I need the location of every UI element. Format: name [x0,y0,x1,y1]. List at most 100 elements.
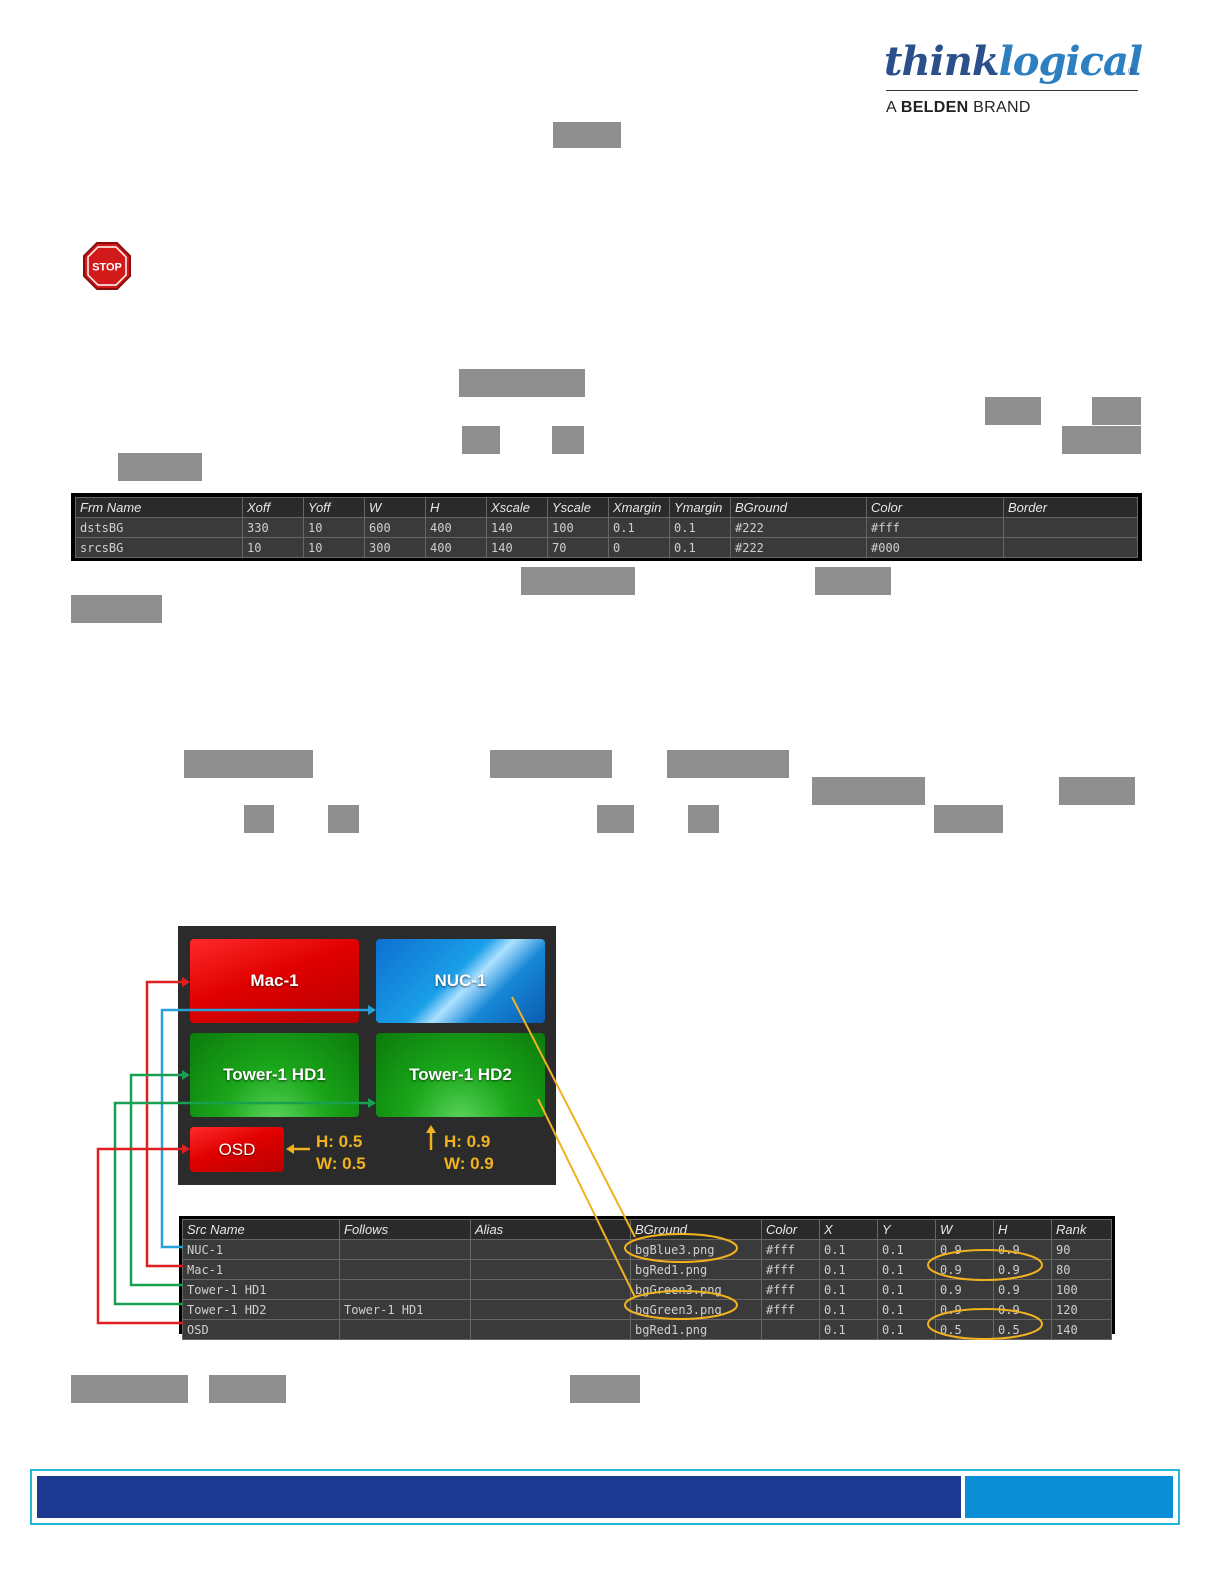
column-header: Xscale [486,497,548,518]
table-cell: NUC-1 [182,1239,340,1260]
table-cell: 0.9 [935,1259,994,1280]
table-cell: srcsBG [75,537,243,558]
table-cell: Tower-1 HD2 [182,1299,340,1320]
tile-label: NUC-1 [434,971,487,990]
redacted-block [815,567,891,595]
table-cell: 600 [364,517,426,538]
osd-height-label: H: 0.5 [316,1132,363,1151]
table-cell: 0.1 [877,1259,936,1280]
table-cell [339,1239,471,1260]
column-header: W [364,497,426,518]
tile-tower-1-hd2: Tower-1 HD2 [376,1033,545,1117]
main-size-annotation: H: 0.9 W: 0.9 [444,1131,494,1175]
table-cell: bgGreen3.png [630,1279,762,1300]
table-cell: 0.9 [993,1279,1052,1300]
redacted-block [71,595,162,623]
table-cell: 80 [1051,1259,1112,1280]
table-row: NUC-1 bgBlue3.png #fff 0.1 0.1 0.9 0.9 9… [182,1239,1112,1260]
redacted-block [597,805,634,833]
frames-table: Frm Name Xoff Yoff W H Xscale Yscale Xma… [75,497,1138,558]
table-cell: OSD [182,1319,340,1340]
table-cell: #fff [761,1279,820,1300]
redacted-block [812,777,925,805]
tile-label: Tower-1 HD2 [409,1065,512,1084]
table-cell [470,1279,631,1300]
column-header: Color [761,1219,820,1240]
brand-prefix: A [886,99,901,116]
main-width-label: W: 0.9 [444,1154,494,1173]
table-header-row: Src Name Follows Alias BGround Color X Y… [182,1219,1112,1240]
display-preview: Mac-1 NUC-1 Tower-1 HD1 Tower-1 HD2 OSD … [178,926,556,1185]
table-cell: 0.5 [935,1319,994,1340]
footer-right-panel [965,1476,1173,1518]
table-cell: dstsBG [75,517,243,538]
table-cell: 0.1 [669,517,731,538]
redacted-block [1062,426,1141,454]
brand-bold: BELDEN [900,99,969,116]
tile-label: Mac-1 [250,971,299,990]
table-cell: 140 [486,517,548,538]
table-cell: 0.1 [819,1299,878,1320]
column-header: Color [866,497,1004,518]
table-cell [470,1319,631,1340]
redacted-block [459,369,585,397]
table-cell [1003,517,1138,538]
table-cell: 0.1 [608,517,670,538]
table-cell: #222 [730,537,867,558]
column-header: X [819,1219,878,1240]
redacted-block [184,750,313,778]
column-header: Xmargin [608,497,670,518]
table-cell [339,1279,471,1300]
tile-mac-1: Mac-1 [190,939,359,1023]
table-cell: 0.9 [993,1259,1052,1280]
redacted-block [688,805,719,833]
column-header: BGround [630,1219,762,1240]
table-row: Tower-1 HD2 Tower-1 HD1 bgGreen3.png #ff… [182,1299,1112,1320]
table-cell: Tower-1 HD1 [339,1299,471,1320]
column-header: Alias [470,1219,631,1240]
table-cell: 0 [608,537,670,558]
table-cell: 400 [425,537,487,558]
redacted-block [934,805,1003,833]
table-cell: #fff [866,517,1004,538]
table-cell: 0.1 [819,1259,878,1280]
table-cell: 140 [486,537,548,558]
table-cell: 0.9 [935,1299,994,1320]
column-header: Src Name [182,1219,340,1240]
connector-osd [96,1147,185,1325]
table-cell: 0.1 [819,1319,878,1340]
table-row: srcsBG 10 10 300 400 140 70 0 0.1 #222 #… [75,537,1138,558]
table-cell: 0.9 [993,1299,1052,1320]
tile-tower-1-hd1: Tower-1 HD1 [190,1033,359,1117]
column-header: Rank [1051,1219,1112,1240]
column-header: Y [877,1219,936,1240]
table-cell: 0.9 [935,1239,994,1260]
redacted-block [667,750,789,778]
column-header: Frm Name [75,497,243,518]
table-cell: 0.1 [877,1299,936,1320]
redacted-block [1092,397,1141,425]
table-cell: #fff [761,1299,820,1320]
table-cell: 100 [1051,1279,1112,1300]
column-header: Border [1003,497,1138,518]
stop-sign-icon: STOP [83,242,131,290]
belden-brand-line: A BELDEN BRAND [886,99,1031,117]
table-row: Tower-1 HD1 bgGreen3.png #fff 0.1 0.1 0.… [182,1279,1112,1300]
table-cell [470,1299,631,1320]
table-row: Mac-1 bgRed1.png #fff 0.1 0.1 0.9 0.9 80 [182,1259,1112,1280]
redacted-block [521,567,635,595]
table-row: OSD bgRed1.png 0.1 0.1 0.5 0.5 140 [182,1319,1112,1340]
osd-width-label: W: 0.5 [316,1154,366,1173]
table-cell: 100 [547,517,609,538]
table-cell: 140 [1051,1319,1112,1340]
column-header: W [935,1219,994,1240]
redacted-block [118,453,202,481]
table-row: dstsBG 330 10 600 400 140 100 0.1 0.1 #2… [75,517,1138,538]
column-header: Xoff [242,497,304,518]
table-cell: bgGreen3.png [630,1299,762,1320]
redacted-block [462,426,500,454]
table-cell [1003,537,1138,558]
table-cell: bgRed1.png [630,1319,762,1340]
table-cell [761,1319,820,1340]
table-header-row: Frm Name Xoff Yoff W H Xscale Yscale Xma… [75,497,1138,518]
